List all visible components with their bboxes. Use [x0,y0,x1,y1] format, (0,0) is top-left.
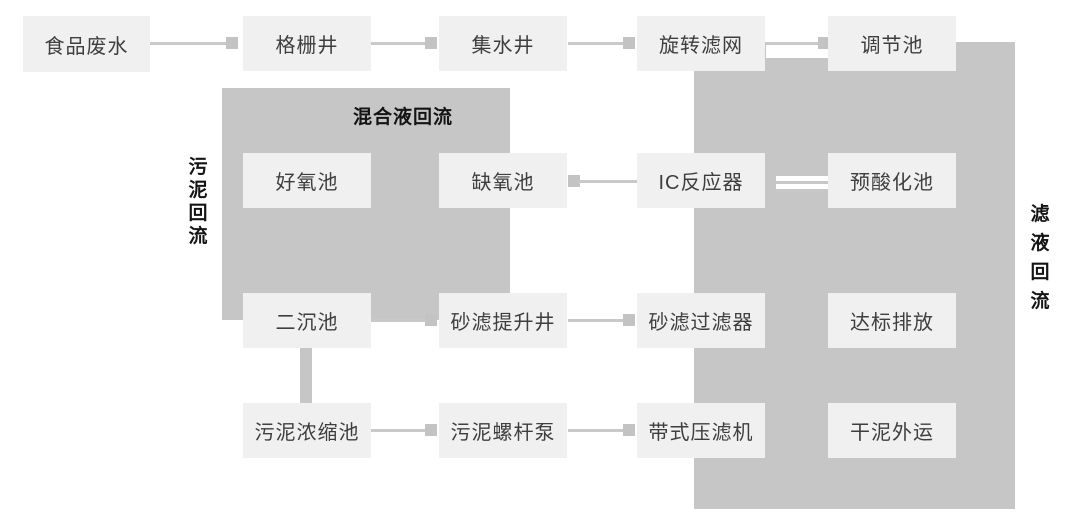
edge-food-to-grid-line [150,42,228,45]
node-sludge-thickening-tank: 污泥浓缩池 [243,403,371,458]
edge-screen-to-regulating-arrow [818,37,830,49]
edge-collection-to-screen-line [568,42,625,45]
edge-grid-to-collection-line [371,42,427,45]
edge-thickening-to-pump-arrow [425,424,437,436]
edge-sedimentation-to-liftwell-arrow [425,314,437,326]
node-dry-sludge-removal: 干泥外运 [828,403,956,458]
edge-ic-to-anoxic-line [578,180,637,183]
node-sludge-screw-pump: 污泥螺杆泵 [439,403,567,458]
label-sludge-reflux: 污泥回流 [188,157,208,247]
edge-ic-to-preacid-bar-top [776,176,830,181]
label-filtrate-reflux: 滤液回流 [1030,204,1050,312]
node-regulating-tank: 调节池 [828,16,956,71]
node-ic-reactor: IC反应器 [637,153,765,208]
node-belt-filter-press: 带式压滤机 [637,403,765,458]
edge-food-to-grid-arrow [226,37,238,49]
node-pre-acidification-tank: 预酸化池 [828,153,956,208]
edge-sedimentation-to-liftwell-line [371,319,427,322]
connector-casing [766,36,830,58]
node-collection-well: 集水井 [439,16,567,71]
node-standard-discharge: 达标排放 [828,293,956,348]
edge-pump-to-press-line [568,429,625,432]
edge-liftwell-to-sandfilter-line [568,319,625,322]
node-secondary-sedimentation-tank: 二沉池 [243,293,371,348]
edge-liftwell-to-sandfilter-arrow [623,314,635,326]
edge-collection-to-screen-arrow [623,37,635,49]
node-sand-filter: 砂滤过滤器 [637,293,765,348]
edge-thickening-to-pump-line [371,429,427,432]
node-grid-well: 格栅井 [243,16,371,71]
node-aerobic-tank: 好氧池 [243,153,371,208]
edge-grid-to-collection-arrow [425,37,437,49]
edge-sedimentation-to-thickening-line [300,348,312,403]
edge-ic-to-anoxic-arrow [568,175,580,187]
edge-screen-to-regulating-line [766,42,821,45]
node-sand-filter-lift-well: 砂滤提升井 [439,293,567,348]
edge-pump-to-press-arrow [623,424,635,436]
edge-ic-to-preacid-bar-bottom [776,184,830,189]
label-mixed-liquor-reflux: 混合液回流 [352,107,453,128]
node-food-wastewater: 食品废水 [23,16,150,72]
node-rotary-screen: 旋转滤网 [637,16,765,71]
node-anoxic-tank: 缺氧池 [439,153,567,208]
